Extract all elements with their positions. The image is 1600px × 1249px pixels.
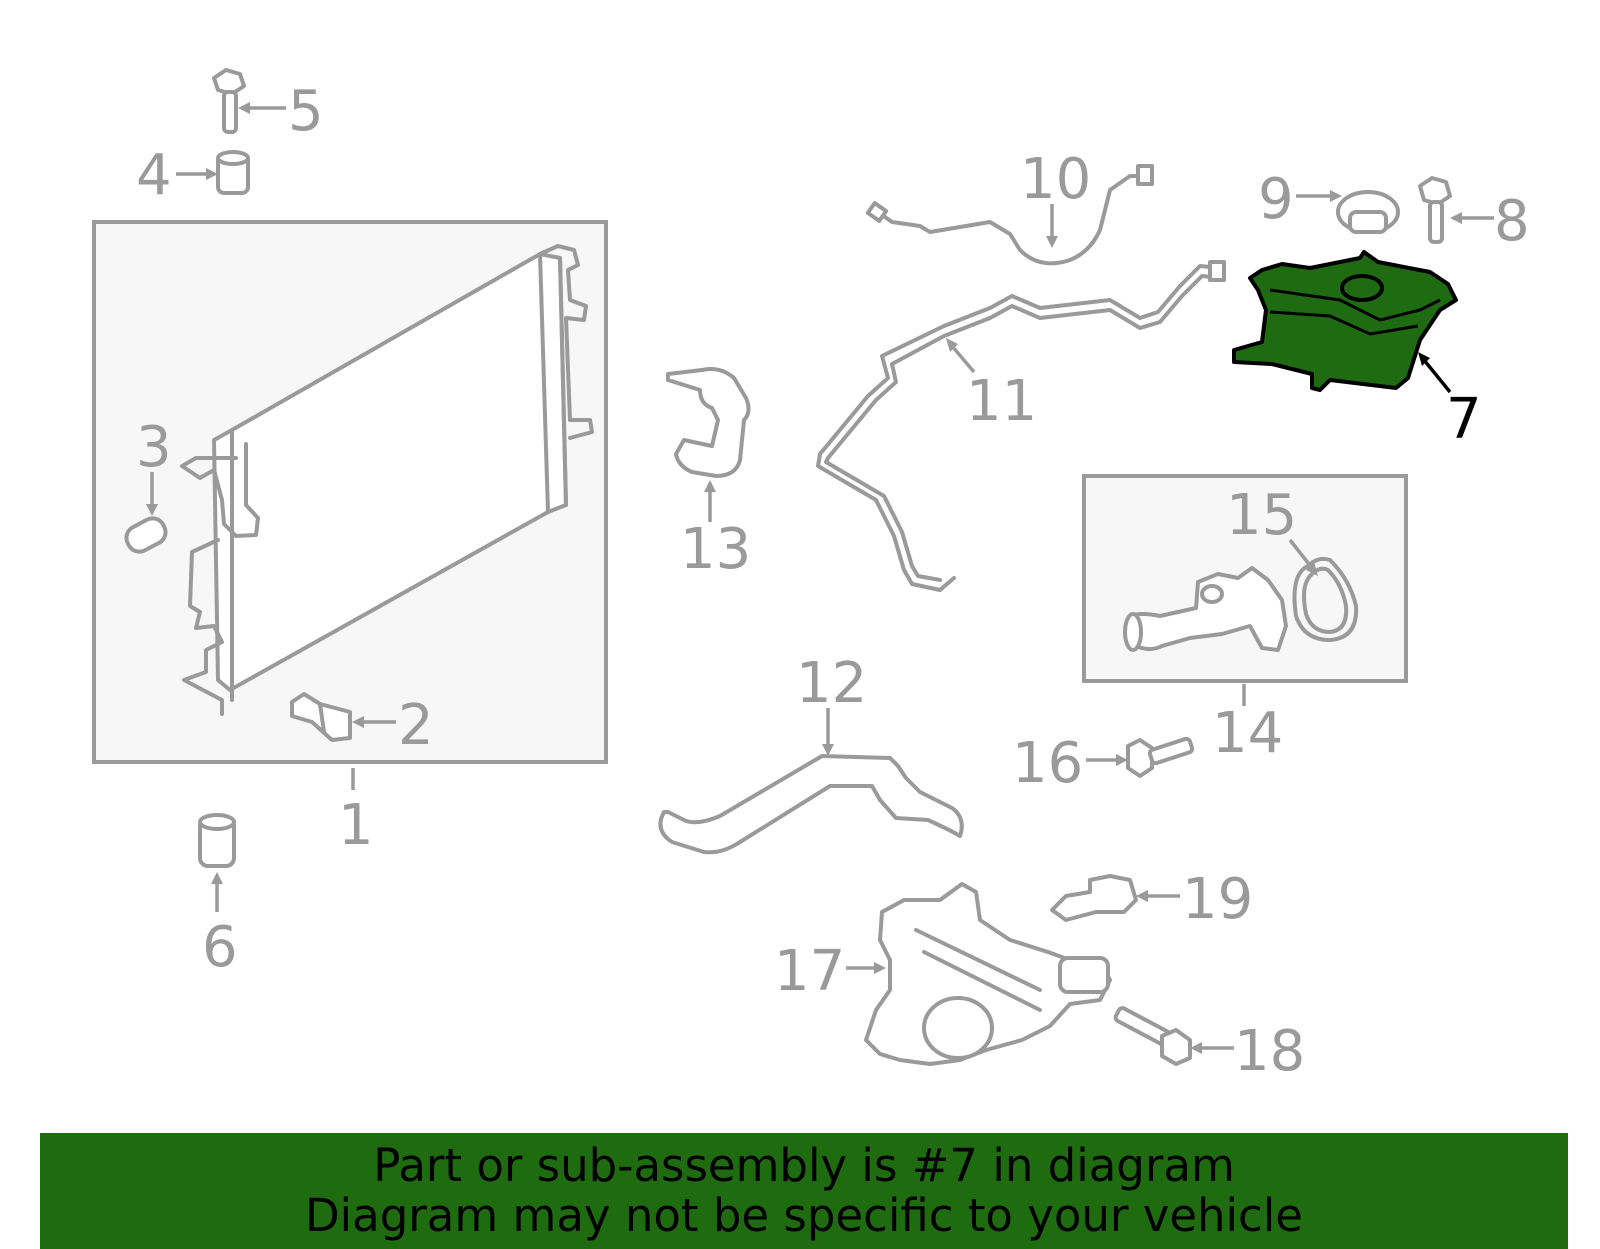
part-16-bolt[interactable] [1126,736,1195,778]
callout-13: 13 [680,517,751,582]
banner-line-2: Diagram may not be specific to your vehi… [305,1189,1303,1242]
part-17-housing[interactable] [864,882,1112,1066]
part-2-sensor[interactable] [290,692,352,742]
callout-16: 16 [1012,731,1083,796]
part-12-hose[interactable] [658,754,964,855]
callout-5: 5 [288,79,324,144]
callout-11: 11 [966,369,1037,434]
callout-9: 9 [1258,167,1294,232]
callout-15: 15 [1226,483,1297,548]
radiator-core[interactable] [180,244,594,716]
part-7-coolant-reservoir[interactable] [1232,250,1458,392]
part-8-bolt[interactable] [1418,176,1452,244]
banner-line-1: Part or sub-assembly is #7 in diagram [373,1139,1235,1192]
callout-17: 17 [774,939,845,1004]
callout-4: 4 [136,143,172,208]
part-9-cap[interactable] [1336,190,1400,234]
info-banner: Part or sub-assembly is #7 in diagram Di… [40,1133,1568,1249]
part-4-bushing[interactable] [216,150,250,195]
callout-12: 12 [796,651,867,716]
part-10-line[interactable] [865,164,1154,266]
part-15-gasket[interactable] [1292,556,1359,642]
part-13-hose[interactable] [666,367,751,478]
callout-labels: 5 4 3 2 1 6 13 10 11 12 9 8 7 15 14 16 1… [136,79,1530,1084]
callout-8: 8 [1494,189,1530,254]
part-19-sensor[interactable] [1050,874,1138,922]
leader-arrows [146,102,1494,1054]
part-5-bolt[interactable] [212,68,246,134]
callout-1: 1 [338,793,374,858]
callout-18: 18 [1234,1019,1305,1084]
callout-19: 19 [1182,867,1253,932]
callout-6: 6 [202,915,238,980]
callout-3: 3 [136,415,172,480]
callout-2: 2 [398,693,434,758]
part-6-bushing[interactable] [198,813,236,868]
callout-7: 7 [1446,387,1482,452]
part-18-bolt[interactable] [1113,1006,1192,1066]
part-14-thermostat-housing[interactable] [1123,566,1288,652]
part-3-plug[interactable] [122,514,170,556]
part-11-line[interactable] [816,260,1226,592]
callout-10: 10 [1020,147,1091,212]
callout-14: 14 [1212,701,1283,766]
